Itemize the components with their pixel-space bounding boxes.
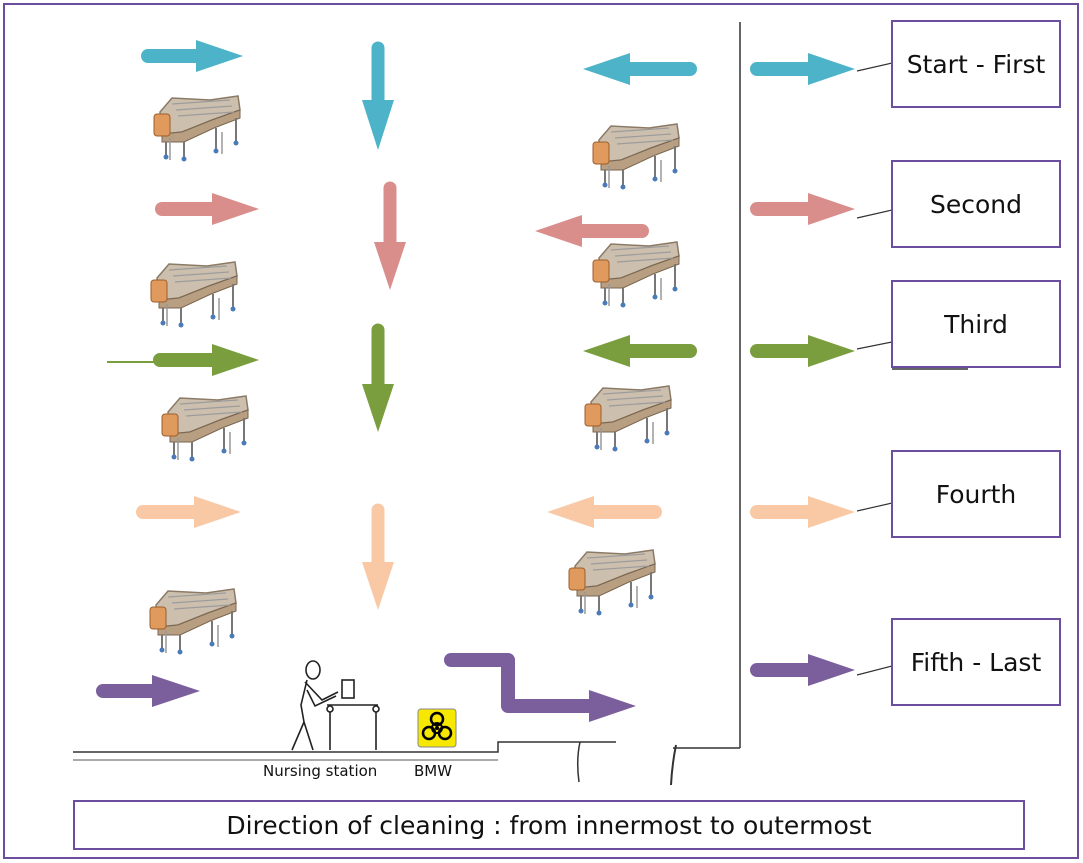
hospital-bed-icon <box>148 257 240 329</box>
fifth-pass-arrows <box>96 653 855 722</box>
legend-first-label: Start - First <box>906 49 1046 79</box>
hospital-bed-icon <box>151 91 243 163</box>
second-pass-arrows <box>155 181 855 290</box>
hospital-bed-icon <box>590 237 682 309</box>
hospital-bed-icon <box>147 584 239 656</box>
fourth-pass-arrows <box>136 496 855 610</box>
legend-fourth: Fourth <box>891 450 1061 538</box>
first-pass-arrows <box>141 40 855 150</box>
legend-fourth-label: Fourth <box>935 479 1017 509</box>
legend-second-label: Second <box>929 189 1022 219</box>
caption-text: Direction of cleaning : from innermost t… <box>226 810 872 840</box>
legend-fifth-label: Fifth - Last <box>910 647 1042 677</box>
nursing-station-label: Nursing station <box>263 762 378 780</box>
bmw-label: BMW <box>414 762 453 780</box>
legend-connectors <box>856 62 893 676</box>
legend-third-label: Third <box>944 309 1008 339</box>
hospital-bed-icon <box>590 119 682 191</box>
caption: Direction of cleaning : from innermost t… <box>73 800 1025 850</box>
legend-first: Start - First <box>891 20 1061 108</box>
legend-second: Second <box>891 160 1061 248</box>
hospital-bed-icon <box>159 391 251 463</box>
hospital-bed-icon <box>582 381 674 453</box>
legend-fifth: Fifth - Last <box>891 618 1061 706</box>
door-curve-right <box>670 744 677 786</box>
hospital-bed-icon <box>566 545 658 617</box>
legend-third: Third <box>891 280 1061 368</box>
person-icon <box>291 660 380 751</box>
third-pass-arrows <box>153 323 855 432</box>
ward-floor <box>73 741 740 753</box>
door-curve <box>576 741 581 783</box>
biohazard-icon <box>417 708 457 748</box>
